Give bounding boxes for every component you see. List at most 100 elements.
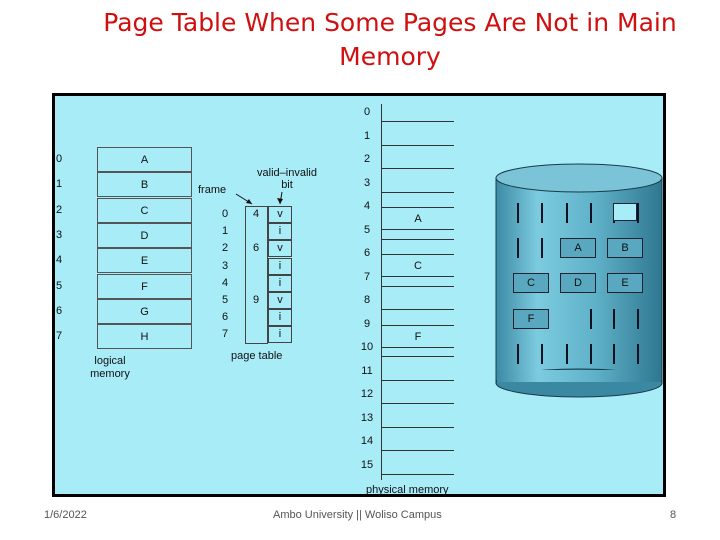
valid-invalid-bit-label: valid–invalid bit [257, 167, 317, 191]
physical-frame-number: 0 [363, 106, 371, 118]
logical-page-index: 0 [56, 153, 63, 165]
logical-page-index: 5 [56, 279, 63, 292]
disk-empty-slot-mark [590, 309, 592, 329]
disk-page-slot: E [607, 273, 643, 293]
page-table-index: 4 [222, 276, 229, 289]
physical-frame-number: 13 [360, 411, 374, 424]
disk-empty-slot-mark [541, 344, 543, 364]
disk-empty-slot-mark [566, 344, 568, 364]
disk-page-slot: F [513, 309, 549, 329]
disk-empty-slot-mark [517, 238, 519, 258]
physical-frame-divider [382, 356, 454, 357]
disk-empty-slot-mark [517, 203, 519, 223]
page-table-index: 1 [222, 225, 229, 238]
physical-frame-number: 11 [361, 364, 373, 377]
physical-frame-number: 4 [363, 200, 371, 212]
physical-frame-number: 5 [363, 223, 371, 236]
logical-page-cell: C [97, 197, 192, 223]
physical-frame-divider [382, 379, 454, 381]
disk-empty-slot-mark [517, 344, 519, 364]
page-table-valid-bit: v [268, 292, 292, 309]
logical-page-index: 2 [56, 203, 63, 216]
disk-empty-slot [613, 203, 637, 221]
disk-empty-slot-mark [613, 309, 615, 329]
disk-empty-slot-mark [590, 344, 592, 364]
physical-frame-divider [382, 191, 454, 193]
physical-frame-number: 3 [363, 176, 371, 189]
physical-memory-border [381, 104, 382, 480]
page-table-index: 7 [222, 328, 229, 341]
logical-page-cell: G [97, 298, 192, 324]
disk-empty-slot-mark [590, 203, 592, 223]
page-table-valid-bit: i [268, 223, 292, 241]
page-table-valid-bit: v [268, 240, 292, 258]
page-table-valid-bit: i [268, 309, 292, 327]
logical-memory-label: logical memory [90, 355, 130, 380]
physical-frame-divider [382, 309, 454, 310]
physical-frame-number: 14 [360, 435, 374, 447]
frame-column-label: frame [198, 184, 227, 196]
logical-page-cell: H [97, 324, 192, 350]
page-table-index: 3 [222, 259, 229, 272]
physical-frame-number: 9 [363, 317, 371, 330]
disk-empty-slot-mark [637, 309, 639, 329]
physical-frame-number: 10 [360, 341, 374, 353]
physical-frame-divider [382, 285, 454, 287]
physical-frame-number: 15 [360, 458, 374, 471]
disk-empty-slot-mark [541, 203, 543, 223]
physical-frame-content: F [382, 324, 454, 348]
logical-page-cell: F [97, 273, 192, 299]
disk-page-slot: B [607, 238, 643, 258]
logical-page-cell: D [97, 222, 192, 248]
physical-frame-number: 6 [363, 247, 371, 259]
physical-frame-divider [382, 426, 454, 428]
footer-center: Ambo University || Woliso Campus [273, 509, 442, 521]
physical-frame-content: A [382, 207, 454, 230]
footer-date: 1/6/2022 [44, 509, 87, 521]
logical-page-cell: E [97, 248, 192, 274]
physical-frame-number: 2 [363, 153, 371, 165]
physical-frame-number: 7 [363, 270, 371, 283]
logical-page-index: 3 [56, 228, 63, 241]
physical-frame-divider [382, 403, 454, 404]
page-table-label: page table [231, 350, 283, 362]
disk-empty-slot-mark [637, 344, 639, 364]
footer-page-number: 8 [670, 509, 677, 521]
logical-page-index: 1 [56, 178, 63, 191]
physical-frame-number: 12 [360, 388, 374, 400]
page-table-valid-bit: i [268, 274, 292, 292]
disk-empty-slot-mark [637, 203, 639, 223]
page-table-index: 0 [222, 208, 229, 220]
page-table-index: 6 [222, 311, 229, 324]
page-table-index: 5 [222, 294, 229, 306]
logical-page-index: 7 [56, 330, 63, 343]
disk-empty-slot-mark [541, 238, 543, 258]
physical-frame-number: 1 [363, 129, 371, 142]
physical-frame-content: C [382, 254, 454, 277]
physical-frame-divider [382, 450, 454, 451]
page-table-valid-bit: i [268, 257, 292, 275]
page-table-valid-bit: v [268, 206, 292, 223]
disk-page-slot: D [560, 273, 596, 293]
page-table-frame: 6 [252, 242, 260, 255]
disk-page-slot: C [513, 273, 549, 293]
page-table-valid-bit: i [268, 326, 292, 344]
physical-frame-divider [382, 144, 454, 146]
disk-page-slot: A [560, 238, 596, 258]
page-table-frame: 4 [252, 208, 260, 220]
page-table-frame-column [245, 206, 268, 344]
logical-page-index: 4 [56, 254, 63, 267]
logical-page-index: 6 [56, 304, 63, 317]
physical-frame-divider [382, 121, 454, 122]
physical-frame-divider [382, 168, 454, 169]
physical-memory-label: physical memory [366, 484, 449, 496]
page-table-index: 2 [222, 242, 229, 255]
logical-page-cell: B [97, 172, 192, 198]
slide-title: Page Table When Some Pages Are Not in Ma… [103, 8, 677, 71]
physical-frame-number: 8 [363, 294, 371, 306]
logical-page-cell: A [97, 147, 192, 172]
physical-frame-divider [382, 473, 454, 475]
disk-empty-slot-mark [566, 203, 568, 223]
